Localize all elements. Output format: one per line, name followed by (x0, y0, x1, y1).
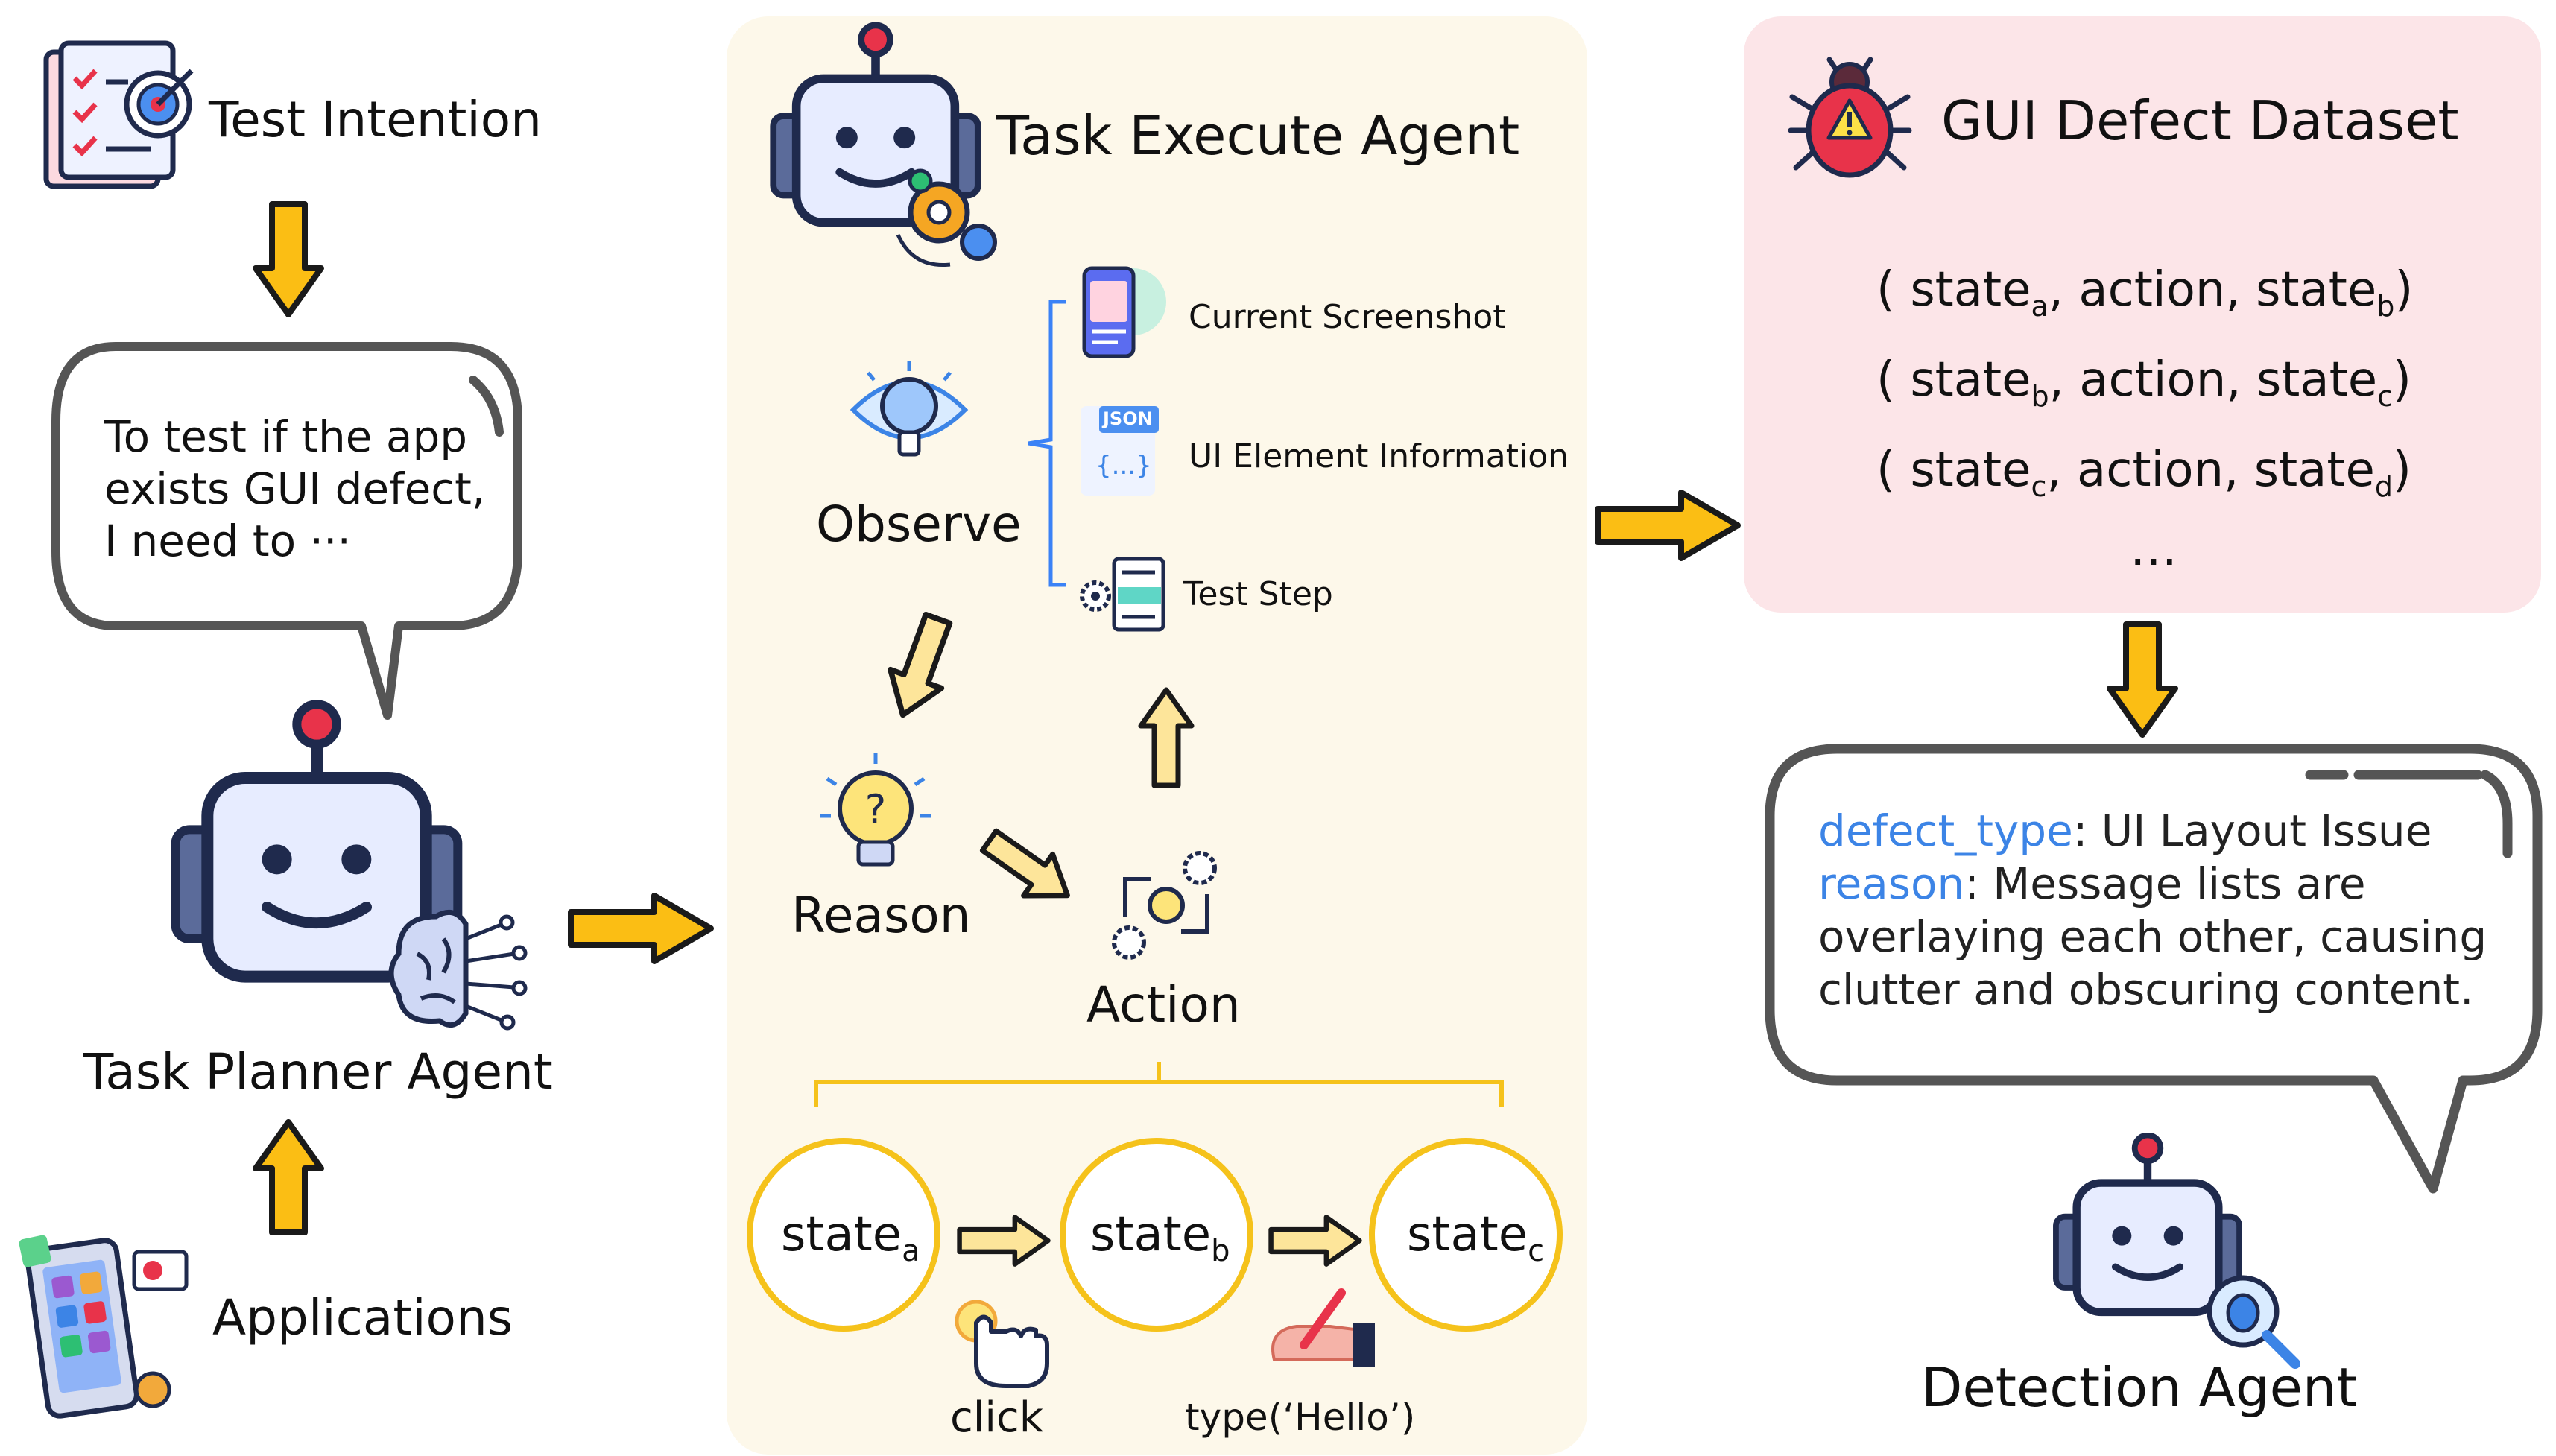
test-step-icon (1080, 557, 1165, 632)
arrow-observe-to-reason (887, 611, 954, 723)
state-c-circle (1369, 1138, 1563, 1332)
defect-speech-bubble (1765, 744, 2543, 1194)
action-cycle-icon (1112, 851, 1217, 960)
checklist-target-icon (43, 40, 194, 189)
defect-type-key: defect_type (1818, 805, 2073, 856)
ui-element-information-label: UI Element Information (1189, 437, 1569, 475)
json-tag: JSON (1103, 408, 1153, 429)
arrow-down (251, 200, 326, 319)
gears-icon (896, 168, 997, 267)
state-b-label: stateb (1090, 1207, 1230, 1268)
gui-defect-dataset-title: GUI Defect Dataset (1941, 89, 2459, 152)
click-label: click (950, 1393, 1044, 1442)
lightbulb-icon: ? (820, 753, 931, 867)
brain-icon (388, 909, 528, 1031)
magnifier-bug-icon (2207, 1275, 2300, 1369)
tuple-row-3: ( statec, action, stated) (1876, 443, 2411, 503)
reason-key: reason (1818, 858, 1965, 909)
observe-brace (1028, 300, 1066, 587)
speech-line-1: To test if the app (104, 411, 468, 462)
arrow-action-to-observe (1136, 686, 1196, 790)
json-braces: {...} (1095, 451, 1152, 481)
arrow-right (566, 891, 715, 966)
speech-bubble (51, 342, 522, 720)
arrow-state-a-to-b (955, 1211, 1052, 1270)
detection-agent-label: Detection Agent (1921, 1356, 2358, 1419)
action-label: Action (1086, 976, 1241, 1034)
hand-write-icon (1271, 1288, 1375, 1367)
state-b-circle (1060, 1138, 1253, 1332)
bug-icon (1788, 57, 1912, 178)
test-intention-label: Test Intention (209, 91, 542, 148)
phone-screen-icon (1082, 266, 1166, 358)
speech-line-3: I need to ··· (104, 516, 351, 566)
tuple-ellipsis: … (2130, 522, 2177, 577)
phone-apps-icon (19, 1235, 189, 1419)
tuple-row-1: ( statea, action, stateb) (1876, 262, 2414, 323)
arrow-down (2105, 620, 2180, 739)
reason-label: Reason (791, 887, 971, 944)
json-file-icon (1081, 406, 1159, 496)
test-step-label: Test Step (1183, 575, 1333, 613)
eye-bulb-icon (850, 361, 969, 457)
task-planner-agent-label: Task Planner Agent (83, 1043, 553, 1101)
task-execute-agent-title: Task Execute Agent (996, 104, 1520, 167)
defect-text: defect_type: UI Layout Issue reason: Mes… (1818, 805, 2487, 1015)
arrow-reason-to-action (976, 827, 1081, 909)
type-label: type(‘Hello’) (1185, 1396, 1416, 1439)
speech-line-2: exists GUI defect, (104, 463, 486, 514)
current-screenshot-label: Current Screenshot (1189, 298, 1506, 336)
arrow-up (251, 1118, 326, 1237)
arrow-right (1593, 477, 1742, 574)
state-c-label: statec (1407, 1207, 1545, 1268)
state-a-label: statea (781, 1207, 920, 1268)
hand-click-icon (955, 1300, 1049, 1388)
applications-label: Applications (212, 1289, 513, 1346)
action-bracket (814, 1062, 1504, 1107)
tuple-row-2: ( stateb, action, statec) (1876, 352, 2411, 413)
state-a-circle (747, 1138, 940, 1332)
observe-label: Observe (816, 496, 1022, 553)
svg-text:?: ? (865, 786, 887, 833)
arrow-state-b-to-c (1267, 1211, 1364, 1270)
